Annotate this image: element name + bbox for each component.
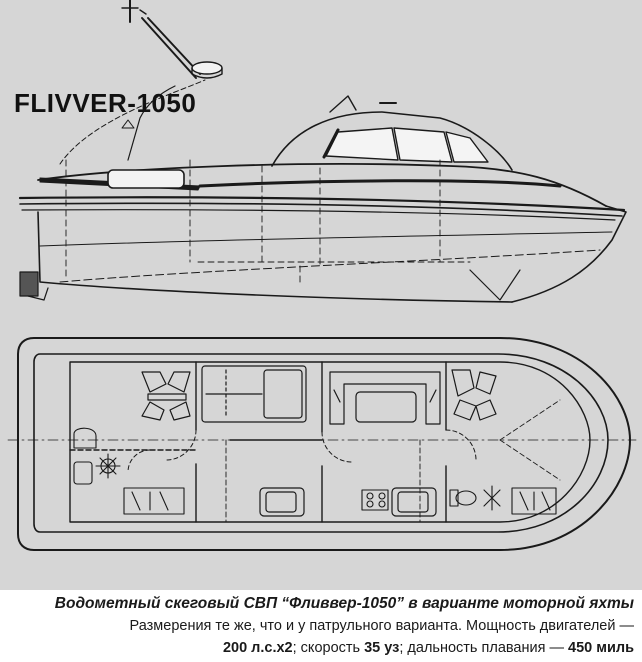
caption-speed-label: ; скорость [292,640,365,656]
cabin-window-3 [445,131,489,163]
waterjet-nozzle [19,271,39,297]
hull-stripe-line [198,179,562,188]
aft-chairs [141,371,191,421]
forward-head [449,485,557,515]
plan-outer-hull [17,337,631,551]
forward-chairs [451,369,497,421]
plan-interior-lines [225,399,561,523]
radar-arm [141,17,201,79]
door-swings [127,429,477,473]
rub-rail-2 [19,202,623,217]
hull-window [107,169,185,189]
mast-crossbar [121,7,147,15]
saloon-sofa [201,365,307,423]
caption-speed: 35 уз [364,640,400,656]
waterjet-housing [27,287,49,301]
antenna-line [59,79,206,165]
arch-line [127,85,176,161]
cabin-roof [271,111,513,171]
bulkheads [69,361,447,523]
skeg [469,269,521,301]
boat-drawing-svg [7,0,637,551]
cabin-hatch [329,95,357,113]
plan-inner-deck [33,353,609,533]
side-view [18,0,627,303]
caption-line-1: Размерения те же, что и у патрульного ва… [129,618,634,634]
window-frame [322,128,340,159]
waterline [59,249,601,283]
radar-dome [191,61,223,75]
aft-fixtures [73,427,185,515]
caption-power: 200 л.с.х2 [222,640,293,656]
light-marker [121,119,135,129]
hull-bottom [37,211,513,303]
cabin-window-2 [393,127,453,163]
station-lines [65,159,471,287]
caption-line-2: 200 л.с.х2; скорость 35 уз; дальность пл… [0,637,634,659]
galley-stove [361,489,389,511]
caption-title: Водометный скеговый СВП “Фливвер-1050” в… [54,595,634,612]
caption-range-label: ; дальность плавания — [399,640,568,656]
radar-base [191,67,223,79]
caption: Водометный скеговый СВП “Фливвер-1050” в… [0,593,634,659]
helm-seats [259,487,437,517]
chine-line [39,231,613,247]
plan-view [7,337,637,551]
boat-drawing: FLIVVER-1050 [0,0,642,590]
rub-rail-1 [18,196,626,212]
dinette [329,371,441,425]
bow-profile [511,205,627,303]
drawing-title: FLIVVER-1050 [14,88,197,118]
caption-range: 450 миль [568,640,634,656]
rub-rail-3 [21,209,616,221]
